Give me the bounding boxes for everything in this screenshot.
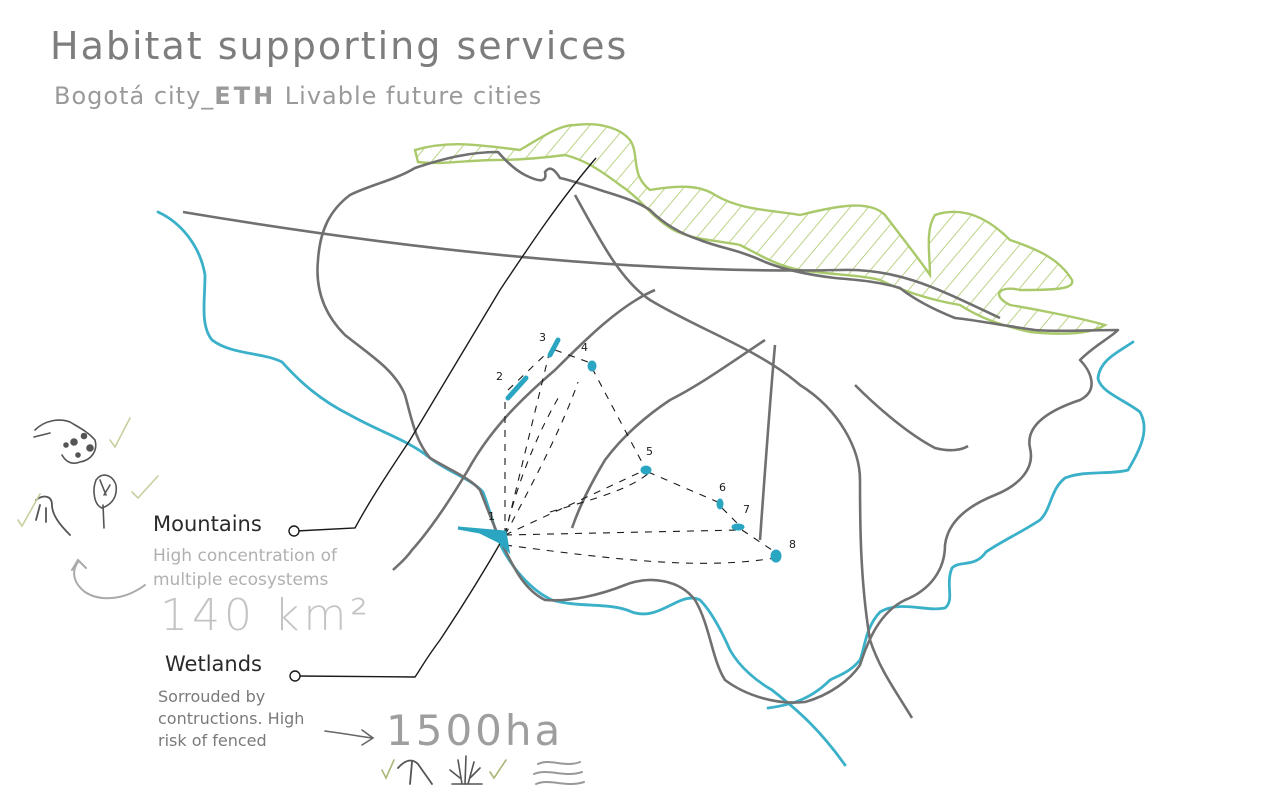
wetland-patch-7 <box>731 523 745 531</box>
subtitle-program: Livable future cities <box>284 82 543 110</box>
leopard-icon <box>33 419 97 464</box>
arrow-right-icon <box>324 729 375 746</box>
mountains-leader-line <box>295 157 597 532</box>
wetland-patches <box>457 337 782 563</box>
mountains-label: Mountains <box>153 512 262 536</box>
wetlands-label: Wetlands <box>165 652 262 676</box>
page-subtitle: Bogotá city_ETH Livable future cities <box>54 82 542 110</box>
wetland-patch-2 <box>505 375 529 401</box>
check-marks-wetland <box>381 759 507 780</box>
point-label-2: 2 <box>496 370 503 383</box>
road-line <box>854 384 969 452</box>
wetlands-leader-line <box>296 534 506 678</box>
bird-icon <box>35 495 71 536</box>
mountains-area-value: 140 km² <box>160 590 372 641</box>
point-label-4: 4 <box>581 341 588 354</box>
road-line <box>392 288 656 571</box>
point-label-8: 8 <box>789 538 796 551</box>
wetlands-leader-dot <box>289 670 301 682</box>
river-west <box>156 210 847 767</box>
mountains-leader-dot <box>288 525 300 537</box>
tree-icon <box>93 474 118 529</box>
check-marks <box>17 417 159 528</box>
wetlands-area-value: 1500ha <box>386 706 564 755</box>
river-east <box>766 340 1146 710</box>
wetland-patch-5 <box>640 465 652 475</box>
road-line <box>758 344 777 541</box>
road-line <box>182 210 1001 320</box>
reed-icon <box>449 755 483 785</box>
point-label-7: 7 <box>743 503 750 516</box>
road-line <box>570 338 766 529</box>
subtitle-org: ETH <box>214 82 277 110</box>
wetlands-description: Sorrouded by contructions. High risk of … <box>158 687 305 750</box>
wetland-patch-6 <box>716 498 724 510</box>
heron-icon <box>397 759 433 785</box>
road-line <box>573 194 914 719</box>
wetland-connections <box>504 349 776 564</box>
city-boundary <box>316 150 1120 704</box>
page-title: Habitat supporting services <box>50 24 629 68</box>
wetland-patch-8 <box>770 549 782 563</box>
wetland-patch-4 <box>587 360 597 372</box>
curved-arrow-icon <box>71 558 146 600</box>
wetland-patch-1 <box>457 526 511 555</box>
subtitle-city: Bogotá city_ <box>54 82 215 110</box>
point-label-6: 6 <box>719 481 726 494</box>
point-label-3: 3 <box>539 331 546 344</box>
point-label-5: 5 <box>646 445 653 458</box>
wetland-patch-3 <box>547 337 561 358</box>
mountain-area <box>413 123 1108 335</box>
water-icon <box>533 761 585 785</box>
point-label-1: 1 <box>488 510 495 523</box>
mountains-description: High concentration of multiple ecosystem… <box>153 546 338 590</box>
